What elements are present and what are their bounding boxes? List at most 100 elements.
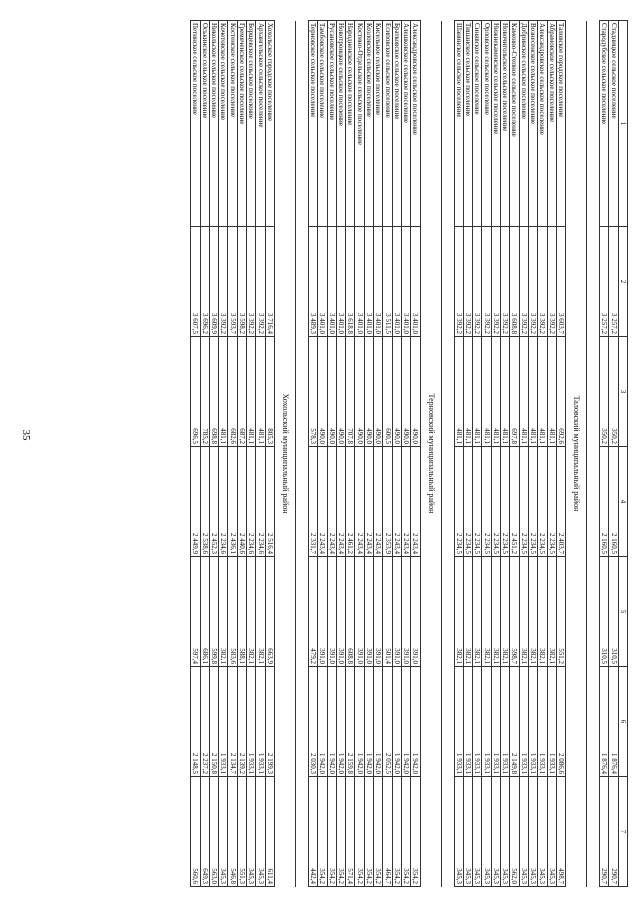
- settlement-name-cell: Абрамовское сельское поселение: [547, 20, 557, 227]
- value-cell: 2 234,5: [472, 446, 482, 557]
- value-cell: 3 609,9: [209, 226, 219, 337]
- value-cell: 546,8: [228, 776, 238, 887]
- value-cell: 481,1: [547, 336, 557, 447]
- value-cell: 2 243,4: [317, 446, 328, 557]
- value-cell: 686,1: [200, 556, 210, 667]
- value-cell: 2 243,4: [336, 446, 346, 557]
- value-cell: 2 449,9: [190, 446, 201, 557]
- value-cell: 382,1: [547, 556, 557, 667]
- value-cell: 3 392,2: [218, 226, 228, 337]
- column-header: 7: [618, 776, 628, 887]
- value-cell: 3 401,0: [392, 226, 402, 337]
- value-cell: 481,1: [218, 336, 228, 447]
- value-cell: 2 139,2: [237, 666, 247, 777]
- value-cell: 481,1: [255, 336, 266, 447]
- value-cell: 481,1: [472, 336, 482, 447]
- value-cell: 1 933,1: [537, 666, 548, 777]
- value-cell: 1 933,1: [454, 666, 464, 777]
- value-cell: 354,2: [401, 776, 411, 887]
- value-cell: 345,3: [481, 776, 492, 887]
- value-cell: 3 716,4: [265, 226, 275, 337]
- settlement-name-cell: Борщевское сельское поселение: [246, 20, 256, 227]
- value-cell: 345,3: [463, 776, 473, 887]
- value-cell: 382,1: [463, 556, 473, 667]
- value-cell: 3 392,2: [491, 226, 501, 337]
- value-cell: 571,4: [345, 776, 355, 887]
- column-header: 4: [618, 446, 628, 557]
- value-cell: 310,5: [608, 556, 619, 667]
- value-cell: 479,2: [308, 556, 318, 667]
- value-cell: 2 234,6: [255, 446, 266, 557]
- value-cell: 1 876,4: [599, 666, 609, 777]
- value-cell: 2 149,8: [509, 666, 520, 777]
- value-cell: 3 401,0: [354, 226, 365, 337]
- value-cell: 1 942,0: [410, 666, 421, 777]
- value-cell: 391,0: [327, 556, 337, 667]
- value-cell: 354,2: [327, 776, 337, 887]
- value-cell: 599,8: [209, 556, 219, 667]
- value-cell: 560,6: [190, 776, 201, 887]
- value-cell: 682,6: [228, 336, 238, 447]
- value-cell: 1 933,1: [519, 666, 529, 777]
- value-cell: 2 452,3: [209, 446, 219, 557]
- value-cell: 2 461,2: [345, 446, 355, 557]
- value-cell: 1 933,1: [255, 666, 266, 777]
- value-cell: 3 401,0: [410, 226, 421, 337]
- value-cell: 382,1: [454, 556, 464, 667]
- settlement-name-cell: Хохольское городское поселение: [265, 20, 275, 227]
- section-gap: [441, 20, 455, 887]
- value-cell: 382,1: [519, 556, 529, 667]
- value-cell: 1 933,1: [463, 666, 473, 777]
- value-cell: 3 257,2: [608, 226, 619, 337]
- value-cell: 481,1: [528, 336, 538, 447]
- value-cell: 1 942,0: [327, 666, 337, 777]
- value-cell: 707,8: [345, 336, 355, 447]
- value-cell: 1 933,1: [481, 666, 492, 777]
- value-cell: 391,0: [392, 556, 402, 667]
- value-cell: 2 237,2: [200, 666, 210, 777]
- value-cell: 578,3: [308, 336, 318, 447]
- value-cell: 345,3: [500, 776, 510, 887]
- value-cell: 490,0: [373, 336, 383, 447]
- value-cell: 1 942,0: [317, 666, 328, 777]
- value-cell: 481,1: [463, 336, 473, 447]
- settlement-name-cell: Таловское городское поселение: [556, 20, 566, 227]
- settlement-name-cell: Петинское сельское поселение: [190, 20, 201, 227]
- value-cell: 2 234,5: [537, 446, 548, 557]
- value-cell: 1 933,1: [218, 666, 228, 777]
- value-cell: 2 052,5: [382, 666, 393, 777]
- column-header: 1: [618, 20, 628, 227]
- settlement-name-cell: Кочетовское сельское поселение: [218, 20, 228, 227]
- value-cell: 3 489,3: [308, 226, 318, 337]
- settlement-name-cell: Александровское сельское поселение: [537, 20, 548, 227]
- value-cell: 345,3: [537, 776, 548, 887]
- value-cell: 2 440,6: [237, 446, 247, 557]
- value-cell: 354,2: [410, 776, 421, 887]
- value-cell: 3 401,0: [327, 226, 337, 337]
- value-cell: 391,0: [317, 556, 328, 667]
- value-cell: 391,0: [364, 556, 374, 667]
- value-cell: 805,3: [265, 336, 275, 447]
- value-cell: 2 538,6: [200, 446, 210, 557]
- settlement-name-cell: Стародубское сельское поселение: [599, 20, 609, 227]
- settlement-name-cell: Шанинское сельское поселение: [454, 20, 464, 227]
- value-cell: 697,8: [509, 336, 520, 447]
- settlement-name-cell: Никольское сельское поселение: [209, 20, 219, 227]
- value-cell: 3 392,2: [500, 226, 510, 337]
- value-cell: 611,4: [265, 776, 275, 887]
- rotated-table-container: 1 2 3 4 5 6 7 Стадницкое сельское поселе…: [90, 20, 628, 887]
- value-cell: 382,1: [255, 556, 266, 667]
- value-cell: 481,1: [454, 336, 464, 447]
- value-cell: 354,2: [317, 776, 328, 887]
